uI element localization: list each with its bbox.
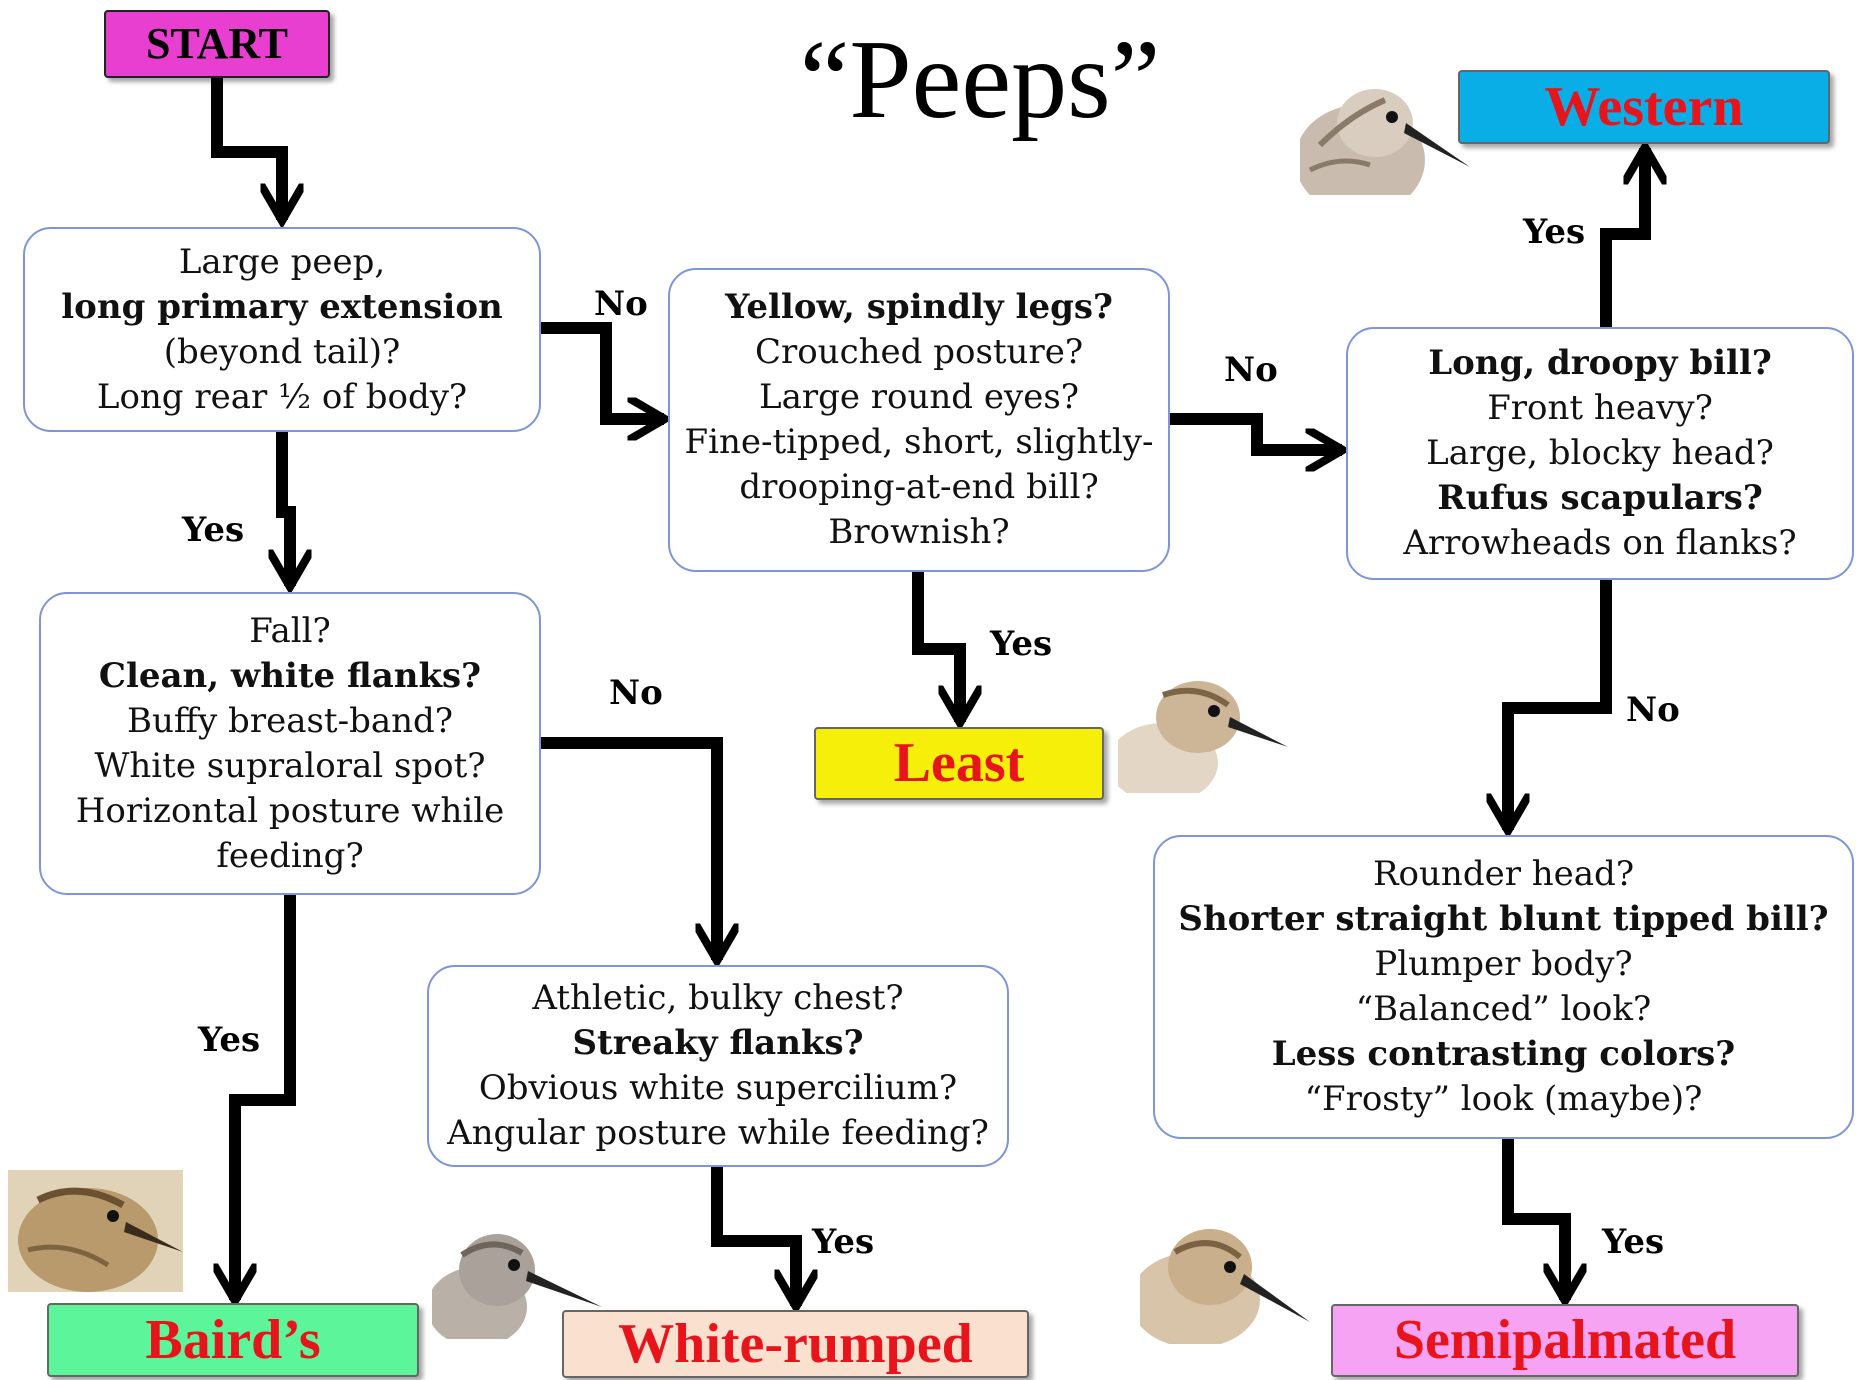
- question-yellow-legs: Yellow, spindly legs? Crouched posture? …: [668, 268, 1170, 572]
- arrow-yellow-legs-no: [1170, 413, 1342, 450]
- question-line: Buffy breast-band?: [127, 700, 453, 741]
- start-node: START: [104, 10, 330, 78]
- question-line: Large round eyes?: [758, 377, 1079, 417]
- question-line: Brownish?: [828, 512, 1010, 552]
- western-peep-photo: [1300, 89, 1470, 195]
- answer-western: Western: [1458, 70, 1830, 144]
- arrow-large-peep-yes: [282, 432, 290, 586]
- edge-label-rounder-head-yes: Yes: [1602, 1222, 1665, 1262]
- edge-label-droopy-bill-yes: Yes: [1523, 212, 1586, 252]
- question-line: Rounder head?: [1372, 854, 1635, 894]
- edge-label-large-peep-yes: Yes: [182, 510, 245, 550]
- edge-label-yellow-legs-no: No: [1224, 350, 1278, 390]
- edge-label-large-peep-no: No: [594, 284, 648, 324]
- white-rumped-peep-photo: [432, 1234, 602, 1339]
- question-line: Large, blocky head?: [1426, 433, 1774, 473]
- edge-label-athletic-yes: Yes: [812, 1222, 875, 1262]
- question-line: feeding?: [216, 835, 364, 876]
- answer-bairds: Baird’s: [47, 1303, 419, 1377]
- edge-label-fall-yes: Yes: [198, 1020, 261, 1060]
- arrow-fall-no: [541, 737, 717, 960]
- question-line: Rufus scapulars?: [1437, 478, 1763, 518]
- question-line: Fine-tipped, short, slightly-: [684, 422, 1154, 462]
- least-peep-photo: [1118, 681, 1288, 793]
- bairds-peep-photo: [8, 1170, 183, 1292]
- question-line: Fall?: [249, 610, 331, 651]
- question-line: Crouched posture?: [754, 332, 1084, 372]
- arrow-droopy-bill-yes: [1600, 148, 1645, 327]
- question-line: drooping-at-end bill?: [739, 467, 1099, 507]
- answer-least: Least: [814, 727, 1104, 800]
- question-line: Long rear ½ of body?: [96, 376, 468, 417]
- question-line: “Frosty” look (maybe)?: [1304, 1079, 1703, 1119]
- question-line: Large peep,: [178, 241, 386, 282]
- answer-semipalmated: Semipalmated: [1331, 1304, 1799, 1377]
- arrow-yellow-legs-yes: [912, 572, 960, 722]
- question-line: Shorter straight blunt tipped bill?: [1178, 899, 1829, 939]
- question-line: Front heavy?: [1487, 388, 1713, 428]
- question-large-peep: Large peep, long primary extension (beyo…: [23, 227, 541, 432]
- edge-label-droopy-bill-no: No: [1626, 690, 1680, 730]
- question-line: Athletic, bulky chest?: [532, 978, 904, 1018]
- answer-white-rumped: White-rumped: [562, 1310, 1029, 1378]
- page-title: “Peeps”: [799, 18, 1161, 142]
- question-line: Less contrasting colors?: [1271, 1034, 1736, 1074]
- question-line: Obvious white supercilium?: [478, 1068, 958, 1108]
- question-line: Long, droopy bill?: [1428, 343, 1772, 383]
- arrow-rounder-head-yes: [1502, 1139, 1565, 1300]
- question-line: Arrowheads on flanks?: [1403, 523, 1797, 563]
- semipalmated-peep-photo: [1140, 1229, 1310, 1344]
- question-rounder-head: Rounder head? Shorter straight blunt tip…: [1153, 835, 1854, 1139]
- question-line: (beyond tail)?: [163, 331, 401, 372]
- question-line: Streaky flanks?: [572, 1023, 864, 1063]
- question-line: White supraloral spot?: [94, 745, 486, 786]
- arrow-droopy-bill-no: [1508, 580, 1612, 830]
- question-line: Horizontal posture while: [75, 790, 505, 831]
- question-athletic: Athletic, bulky chest? Streaky flanks? O…: [427, 965, 1009, 1167]
- question-line: Angular posture while feeding?: [447, 1113, 989, 1153]
- edge-label-yellow-legs-yes: Yes: [990, 624, 1053, 664]
- question-line: long primary extension: [61, 286, 503, 327]
- question-line: Clean, white flanks?: [98, 655, 482, 696]
- arrow-fall-yes: [235, 895, 296, 1300]
- question-droopy-bill: Long, droopy bill? Front heavy? Large, b…: [1346, 327, 1854, 580]
- edge-label-fall-no: No: [609, 673, 663, 713]
- question-fall: Fall? Clean, white flanks? Buffy breast-…: [39, 592, 541, 895]
- arrow-large-peep-no: [541, 322, 664, 419]
- question-line: Plumper body?: [1374, 944, 1633, 984]
- question-line: Yellow, spindly legs?: [725, 287, 1113, 327]
- arrow-start-to-large-peep: [211, 75, 282, 220]
- question-line: “Balanced” look?: [1355, 989, 1652, 1029]
- arrow-athletic-yes: [711, 1167, 796, 1306]
